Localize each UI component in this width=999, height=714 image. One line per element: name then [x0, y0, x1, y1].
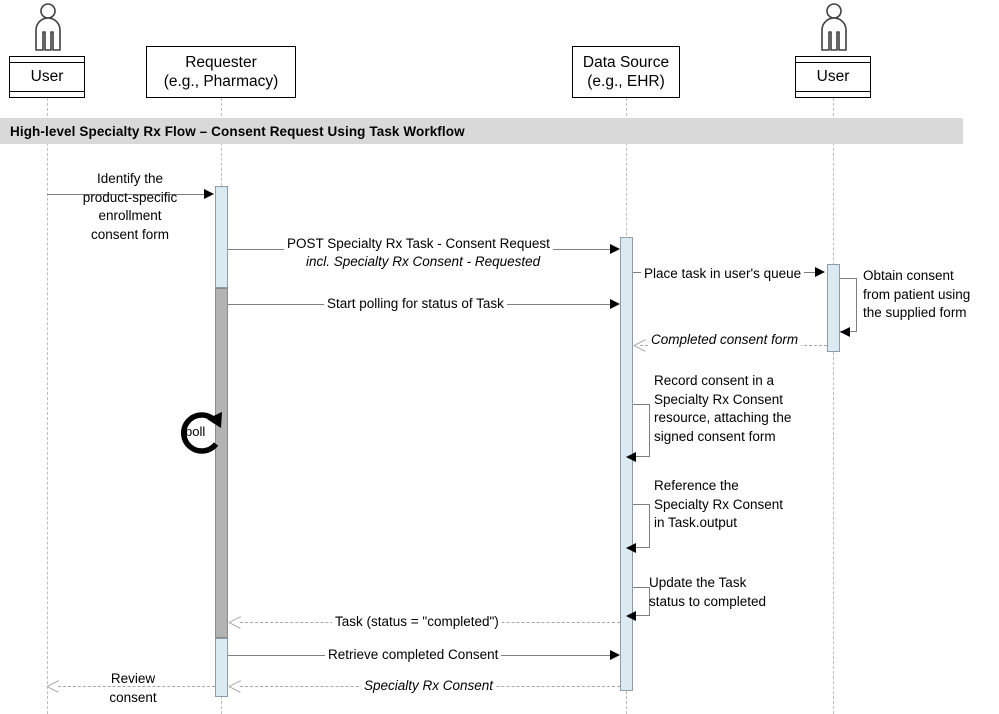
actor-figure-user-right: [806, 2, 862, 52]
participant-label-line2: (e.g., EHR): [587, 73, 665, 90]
review-consent-line1: Review: [110, 671, 156, 686]
activation-requester-bottom: [215, 638, 228, 697]
obtain-consent-line2: from patient using: [863, 286, 971, 302]
self-message-bracket-obtain-consent: [840, 278, 857, 332]
obtain-consent-line3: the supplied form: [863, 305, 967, 321]
record-consent-line4: signed consent form: [654, 428, 776, 444]
reference-consent-line3: in Task.output: [654, 515, 738, 531]
arrowhead-obtain-consent: [840, 326, 850, 337]
arrowhead-start-polling: [610, 298, 620, 309]
arrowhead-post-task: [610, 243, 620, 254]
arrowhead-specialty-rx-consent: [229, 679, 243, 693]
participant-requester[interactable]: Requester (e.g., Pharmacy): [146, 46, 296, 98]
record-consent-line3: resource, attaching the: [654, 410, 792, 426]
activation-requester-top: [215, 186, 228, 288]
review-consent-line2: consent: [109, 689, 157, 705]
page-title: High-level Specialty Rx Flow – Consent R…: [10, 123, 465, 139]
self-message-bracket-record-consent: [633, 404, 650, 457]
participant-label-line2: (e.g., Pharmacy): [163, 73, 279, 90]
arrowhead-record-consent: [626, 451, 636, 462]
message-line-review-consent: [58, 686, 215, 687]
reference-consent-line2: Specialty Rx Consent: [654, 496, 784, 512]
record-consent-line2: Specialty Rx Consent: [654, 391, 784, 407]
participant-label: User: [30, 68, 64, 85]
update-task-line2: status to completed: [649, 593, 767, 609]
poll-loop-label: poll: [185, 424, 206, 439]
arrowhead-place-task: [815, 266, 825, 277]
message-label-specialty-rx-consent: Specialty Rx Consent: [361, 677, 497, 696]
message-label-start-polling: Start polling for status of Task: [324, 295, 507, 314]
self-message-bracket-reference-consent: [633, 504, 650, 548]
record-consent-line1: Record consent in a: [654, 373, 775, 388]
lifeline-user-left: [47, 98, 48, 714]
self-message-label-update-task: Update the Task status to completed: [646, 574, 802, 611]
message-label-place-task: Place task in user's queue: [641, 265, 805, 284]
actor-figure-user-left: [20, 2, 76, 52]
participant-label: User: [816, 68, 850, 85]
update-task-line1: Update the Task: [649, 575, 747, 590]
activation-user-right: [827, 264, 840, 352]
participant-user-left[interactable]: User: [9, 56, 85, 98]
message-label-post-task-sub: incl. Specialty Rx Consent - Requested: [303, 253, 544, 272]
message-label-retrieve-consent: Retrieve completed Consent: [325, 646, 502, 665]
activation-requester-polling: [215, 288, 228, 638]
arrowhead-reference-consent: [626, 542, 636, 553]
lifeline-user-right: [833, 98, 834, 714]
arrowhead-retrieve-consent: [610, 649, 620, 660]
message-label-post-task: POST Specialty Rx Task - Consent Request: [284, 235, 553, 254]
obtain-consent-line1: Obtain consent: [863, 268, 954, 283]
message-line-identify-form: [47, 194, 205, 195]
arrowhead-identify-form: [204, 188, 214, 199]
message-label-review-consent: Review consent: [84, 670, 182, 707]
self-message-bracket-update-task: [633, 587, 650, 616]
message-label-completed-consent-form: Completed consent form: [648, 331, 802, 350]
arrowhead-task-completed: [229, 615, 243, 629]
activation-data-source: [620, 237, 633, 691]
self-message-label-reference-consent: Reference the Specialty Rx Consent in Ta…: [651, 477, 807, 533]
arrowhead-update-task: [626, 610, 636, 621]
participant-label-line1: Requester: [185, 53, 257, 71]
arrowhead-review-consent: [47, 679, 61, 693]
self-message-label-record-consent: Record consent in a Specialty Rx Consent…: [651, 372, 807, 447]
arrowhead-completed-consent-form: [634, 338, 648, 352]
participant-user-right[interactable]: User: [795, 56, 871, 98]
self-message-label-obtain-consent: Obtain consent from patient using the su…: [860, 267, 996, 323]
participant-data-source[interactable]: Data Source (e.g., EHR): [572, 46, 680, 98]
diagram-title-band: High-level Specialty Rx Flow – Consent R…: [0, 118, 963, 144]
reference-consent-line1: Reference the: [654, 478, 739, 493]
message-label-task-completed: Task (status = "completed"): [332, 613, 502, 632]
participant-label-line1: Data Source: [582, 53, 670, 71]
poll-loop-icon: [176, 398, 224, 469]
